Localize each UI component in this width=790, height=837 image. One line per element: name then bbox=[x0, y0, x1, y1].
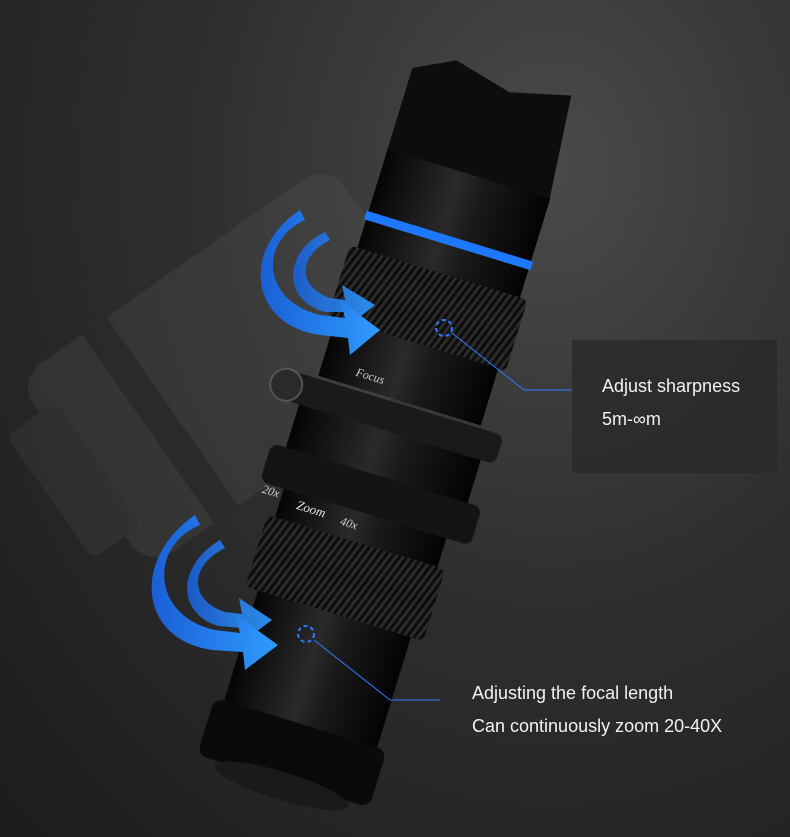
sharpness-range: 5m-∞m bbox=[602, 409, 661, 429]
zoom-ring bbox=[246, 516, 444, 640]
zoom-callout: Adjusting the focal length Can continuou… bbox=[452, 672, 772, 756]
zoom-leader-line bbox=[313, 639, 440, 701]
zoom-max-label: 40x bbox=[339, 514, 360, 533]
zoom-title: Adjusting the focal length bbox=[472, 683, 674, 703]
blue-accent-ring bbox=[364, 210, 534, 271]
focus-target-icon bbox=[297, 625, 315, 643]
knob bbox=[269, 367, 304, 402]
focus-target-icon bbox=[435, 319, 453, 337]
telephoto-lens bbox=[199, 60, 572, 811]
zoom-range: Can continuously zoom 20-40X bbox=[472, 716, 723, 736]
rotation-arrow-icon bbox=[260, 210, 380, 355]
sharpness-title: Adjust sharpness bbox=[602, 376, 741, 396]
rotation-arrow-icon bbox=[151, 515, 278, 670]
zoom-min-label: 20x bbox=[261, 482, 282, 501]
sharpness-callout: Adjust sharpness 5m-∞m bbox=[572, 340, 777, 473]
sharpness-leader-line bbox=[451, 332, 572, 391]
focus-ring bbox=[329, 246, 527, 370]
